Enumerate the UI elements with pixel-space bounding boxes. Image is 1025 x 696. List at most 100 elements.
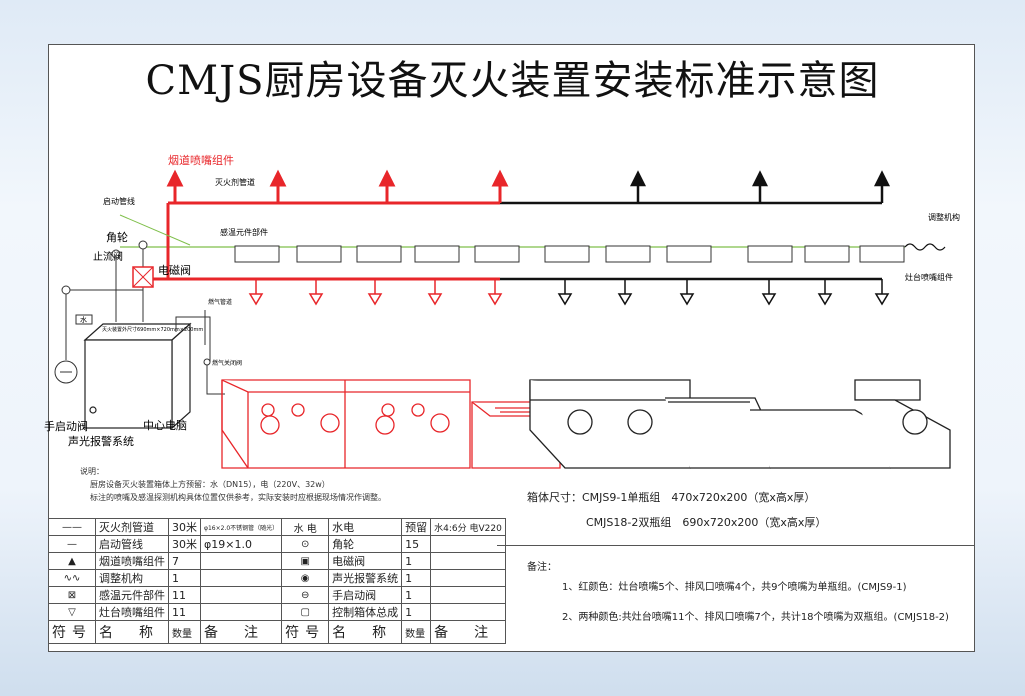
label-water: 水	[80, 316, 87, 324]
legend-name: 灶台喷嘴组件	[95, 603, 169, 621]
label-angle-wheel: 角轮	[106, 231, 128, 244]
label-agent-pipe: 灭火剂管道	[215, 178, 255, 187]
legend-sym2: ▣	[281, 552, 330, 570]
legend-name: 感温元件部件	[95, 586, 169, 604]
legend-note	[199, 552, 283, 570]
legend-sym2: ⊙	[281, 535, 330, 553]
legend-qty2: 1	[401, 586, 432, 604]
legend-qty: 30米	[168, 535, 201, 553]
notes-line2: 标注的喷嘴及感温探测机构具体位置仅供参考，实际安装时应根据现场情况作调整。	[90, 493, 386, 502]
notes: 说明： 厨房设备灭火装置箱体上方预留：水（DN15），电（220V、32w） 标…	[80, 465, 386, 504]
legend-header-qty: 数量	[168, 620, 201, 644]
legend-note	[199, 569, 283, 587]
remarks-heading: 备注：	[527, 562, 557, 573]
label-flue-nozzle: 烟道喷嘴组件	[168, 154, 234, 167]
legend-sym2: ⊖	[281, 586, 330, 604]
legend-name2: 电磁阀	[328, 552, 403, 570]
legend-name2: 水电	[328, 518, 403, 536]
dims-single: 箱体尺寸：CMJS9-1单瓶组 470x720x200（宽x高x厚）	[527, 491, 816, 504]
notes-line1: 厨房设备灭火装置箱体上方预留：水（DN15），电（220V、32w）	[90, 480, 330, 489]
legend-qty: 1	[168, 569, 201, 587]
legend-name2: 手启动阀	[328, 586, 403, 604]
label-manual-valve: 手启动阀	[44, 420, 88, 433]
legend-name2: 控制箱体总成	[328, 603, 403, 621]
table-header-row: 符号 名 称 数量 备 注 符号 名 称 数量 备 注	[48, 620, 506, 644]
angle-wheel-icon	[138, 240, 148, 250]
legend-header-name2: 名 称	[328, 620, 403, 644]
water-icon	[75, 314, 93, 325]
legend-sym: ∿∿	[48, 569, 96, 587]
remarks-panel: 备注： 1、红颜色：灶台喷嘴5个、排风口喷嘴4个，共9个喷嘴为单瓶组。(CMJS…	[497, 545, 975, 653]
legend-sym: ▲	[48, 552, 96, 570]
legend-sym: ⊠	[48, 586, 96, 604]
legend-note2	[430, 552, 506, 570]
legend-qty: 11	[168, 603, 201, 621]
label-stove-nozzle: 灶台喷嘴组件	[905, 273, 953, 282]
legend-sym2: ◉	[281, 569, 330, 587]
legend-qty: 30米	[168, 518, 201, 536]
legend-name: 启动管线	[95, 535, 169, 553]
adjust-mechanism-icon	[904, 243, 946, 251]
gas-valve-icon	[203, 358, 211, 366]
legend-name2: 角轮	[328, 535, 403, 553]
flue-nozzles-red	[166, 169, 509, 203]
flue-nozzles-black	[629, 170, 891, 203]
table-row: ∿∿ 调整机构 1 ◉ 声光报警系统 1	[48, 569, 506, 587]
legend-header-note2: 备 注	[430, 620, 506, 644]
legend-sym2: ▢	[281, 603, 330, 621]
legend-note2	[430, 535, 506, 553]
legend-header-sym: 符号	[48, 620, 96, 644]
notes-heading: 说明：	[80, 467, 104, 476]
stove-nozzles-red	[248, 279, 503, 306]
table-row: ▽ 灶台喷嘴组件 11 ▢ 控制箱体总成 1	[48, 603, 506, 621]
table-row: ▲ 烟道喷嘴组件 7 ▣ 电磁阀 1	[48, 552, 506, 570]
legend-header-sym2: 符号	[281, 620, 330, 644]
legend-qty2: 1	[401, 569, 432, 587]
label-alarm: 声光报警系统	[68, 435, 134, 448]
table-row: ⊠ 感温元件部件 11 ⊖ 手启动阀 1	[48, 586, 506, 604]
legend-name2: 声光报警系统	[328, 569, 403, 587]
legend-note2	[430, 569, 506, 587]
stove-nozzles-black	[557, 279, 890, 306]
label-sensor: 感温元件部件	[220, 228, 268, 237]
legend-header-note: 备 注	[199, 620, 283, 644]
legend-sym: —	[48, 535, 96, 553]
control-box	[83, 322, 192, 430]
legend-note2	[430, 603, 506, 621]
label-gas-valve: 燃气关闭阀	[212, 360, 243, 367]
label-adjust: 调整机构	[928, 213, 960, 222]
label-center: 中心电脑	[143, 419, 187, 432]
legend-sym: ——	[48, 518, 96, 536]
black-equipment	[529, 379, 951, 469]
page-title: CMJS厨房设备灭火装置安装标准示意图	[145, 58, 880, 104]
remarks-line1: 1、红颜色：灶台喷嘴5个、排风口喷嘴4个，共9个喷嘴为单瓶组。(CMJS9-1)	[562, 582, 907, 593]
sensor-boxes	[234, 245, 905, 263]
legend-header-qty2: 数量	[401, 620, 432, 644]
legend-qty2: 1	[401, 552, 432, 570]
legend-note: φ16×2.0不锈钢管（随光）	[199, 518, 283, 536]
label-gas-pipe: 燃气管道	[208, 299, 233, 306]
dims-double: CMJS18-2双瓶组 690x720x200（宽x高x厚）	[586, 516, 827, 529]
legend-header-name: 名 称	[95, 620, 169, 644]
legend-qty: 7	[168, 552, 201, 570]
legend-note: φ19×1.0	[199, 535, 283, 553]
label-check-valve: 止流阀	[93, 252, 123, 263]
check-valve-icon	[111, 249, 121, 259]
legend-name: 烟道喷嘴组件	[95, 552, 169, 570]
legend-name: 灭火剂管道	[95, 518, 169, 536]
legend-note2: 水4:6分 电V220	[430, 518, 506, 536]
table-row: — 启动管线 30米 φ19×1.0 ⊙ 角轮 15	[48, 535, 506, 553]
legend-qty2: 1	[401, 603, 432, 621]
table-row: —— 灭火剂管道 30米 φ16×2.0不锈钢管（随光） 水 电 水电 预留 水…	[48, 518, 506, 536]
legend-note	[199, 603, 283, 621]
legend-table: —— 灭火剂管道 30米 φ16×2.0不锈钢管（随光） 水 电 水电 预留 水…	[48, 518, 506, 644]
label-solenoid: 电磁阀	[158, 264, 191, 277]
remarks-line2: 2、两种颜色:共灶台喷嘴11个、排风口喷嘴7个，共计18个喷嘴为双瓶组。(CMJ…	[562, 612, 949, 623]
label-start-pipe: 启动管线	[103, 197, 135, 206]
label-box: 灭火装置外尺寸690mm×720mm×200mm	[102, 327, 204, 333]
legend-name: 调整机构	[95, 569, 169, 587]
legend-sym2: 水 电	[281, 518, 330, 536]
legend-sym: ▽	[48, 603, 96, 621]
legend-qty2: 15	[401, 535, 432, 553]
